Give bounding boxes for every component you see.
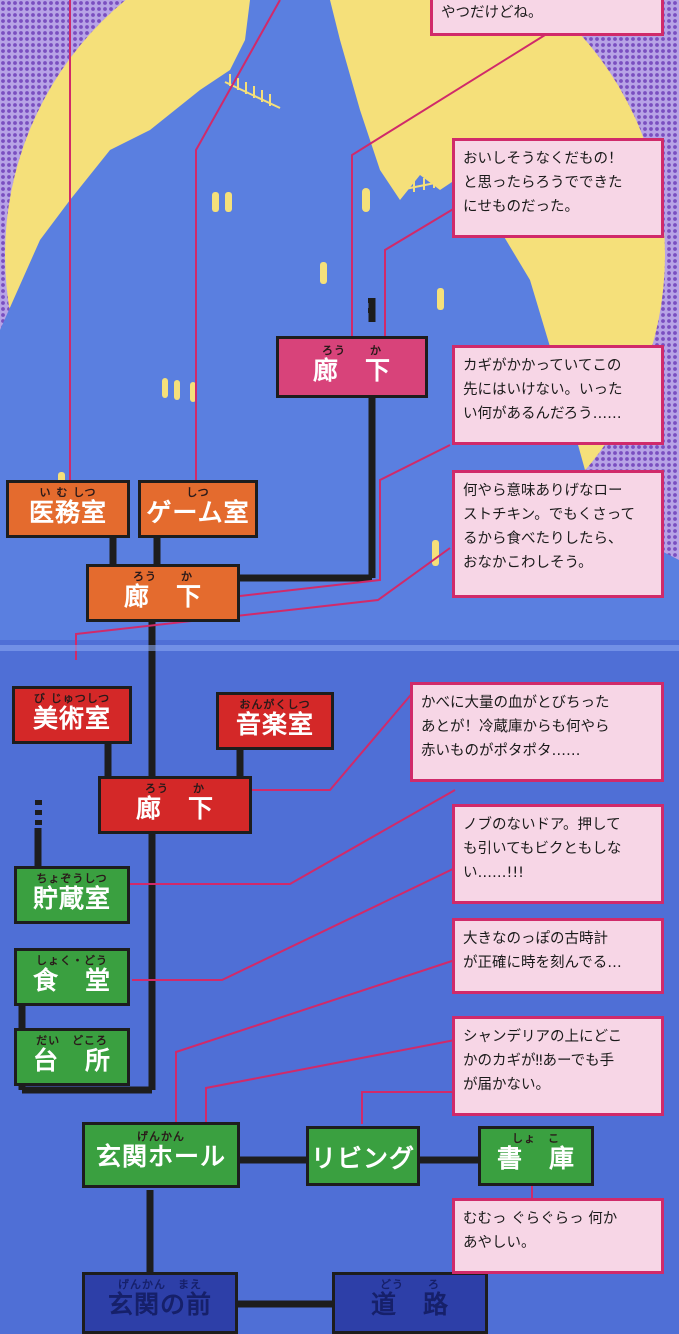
note-line: あやしい。 <box>463 1235 536 1251</box>
room-name: ゲーム室 <box>146 498 250 527</box>
room-ruby: しょ こ <box>512 1132 560 1145</box>
windows <box>58 188 444 566</box>
room-dining: しょく・どう 食 堂 <box>14 948 130 1006</box>
note-line: おなかこわしそう。 <box>463 555 593 571</box>
room-ruby: び じゅつしつ <box>33 692 111 705</box>
room-ruby: ろう か <box>133 570 193 583</box>
room-name: リビング <box>310 1144 415 1173</box>
note-top: やつだけどね。 <box>430 0 664 36</box>
note-line: ノブのないドア。押して <box>463 817 621 833</box>
note-shaky: むむっ ぐらぐらっ 何か あやしい。 <box>452 1198 664 1274</box>
note-line: い何があるんだろう…… <box>463 406 622 422</box>
room-library: しょ こ 書 庫 <box>478 1126 594 1186</box>
room-name: 廊 下 <box>312 356 391 385</box>
room-corridor-1f: ろう か 廊 下 <box>98 776 252 834</box>
room-ruby: げんかん まえ <box>118 1278 202 1291</box>
note-line: かのカギが‼あーでも手 <box>463 1053 615 1069</box>
note-locked: カギがかかっていてこの 先にはいけない。いった い何があるんだろう…… <box>452 345 664 445</box>
note-line: あとが！冷蔵庫からも何やら <box>421 719 610 735</box>
note-line: むむっ ぐらぐらっ 何か <box>463 1211 618 1227</box>
room-ruby: ろう か <box>145 782 205 795</box>
note-chandelier: シャンデリアの上にどこ かのカギが‼あーでも手 が届かない。 <box>452 1016 664 1116</box>
room-name: 玄関ホール <box>95 1142 226 1171</box>
room-art: び じゅつしつ 美術室 <box>12 686 132 744</box>
room-name: 廊 下 <box>135 794 214 823</box>
room-ruby: ろう か <box>322 344 382 357</box>
note-line: と思ったらろうでできた <box>463 175 623 191</box>
note-line: 赤いものがポタポタ…… <box>421 743 581 759</box>
note-line: 先にはいけない。いった <box>463 382 623 398</box>
room-name: 玄関の前 <box>107 1290 212 1319</box>
room-name: 道 路 <box>370 1290 449 1319</box>
note-line: 何やら意味ありげなロー <box>463 483 623 499</box>
room-infirmary: い む しつ 医務室 <box>6 480 130 538</box>
room-ruby: しょく・どう <box>36 954 108 967</box>
room-name: 貯蔵室 <box>32 884 111 913</box>
room-front-door: げんかん まえ 玄関の前 <box>82 1272 238 1334</box>
note-line: 大きなのっぽの古時計 <box>463 931 608 947</box>
room-ruby: どう ろ <box>380 1278 440 1291</box>
room-ruby: げんかん <box>137 1130 185 1143</box>
note-clock: 大きなのっぽの古時計 が正確に時を刻んでる… <box>452 918 664 994</box>
room-name: 台 所 <box>32 1046 111 1075</box>
room-name: 食 堂 <box>32 966 111 995</box>
note-line: カギがかかっていてこの <box>463 358 622 374</box>
note-line: ストチキン。でもくさって <box>463 507 635 523</box>
room-kitchen: だい どころ 台 所 <box>14 1028 130 1086</box>
note-line: にせものだった。 <box>463 199 579 215</box>
room-name: 医務室 <box>28 498 107 527</box>
room-game: しつ ゲーム室 <box>138 480 258 538</box>
note-line: が正確に時を刻んでる… <box>463 955 622 971</box>
roof-railing <box>224 74 451 194</box>
note-line: かべに大量の血がとびちった <box>421 695 610 711</box>
note-line: るから食べたりしたら、 <box>463 531 623 547</box>
room-ruby: しつ <box>186 486 210 499</box>
room-ruby: ちょぞうしつ <box>36 872 108 885</box>
fold-crease <box>0 645 679 651</box>
room-name: 美術室 <box>32 704 111 733</box>
note-fruit: おいしそうなくだもの！ と思ったらろうでできた にせものだった。 <box>452 138 664 238</box>
room-storage: ちょぞうしつ 貯蔵室 <box>14 866 130 924</box>
room-name: 音楽室 <box>235 710 314 739</box>
room-living: リビング <box>306 1126 420 1186</box>
room-music: おんがくしつ 音楽室 <box>216 692 334 750</box>
room-entrance-hall: げんかん 玄関ホール <box>82 1122 240 1188</box>
room-ruby: おんがくしつ <box>239 698 311 711</box>
connector-dots <box>35 298 375 825</box>
room-name: 書 庫 <box>496 1144 575 1173</box>
room-corridor-2f: ろう か 廊 下 <box>86 564 240 622</box>
note-line: やつだけどね。 <box>441 5 543 21</box>
note-line: おいしそうなくだもの！ <box>463 151 623 167</box>
note-blood: かべに大量の血がとびちった あとが！冷蔵庫からも何やら 赤いものがポタポタ…… <box>410 682 664 782</box>
room-ruby: だい どころ <box>36 1034 108 1047</box>
note-line: シャンデリアの上にどこ <box>463 1029 623 1045</box>
room-road: どう ろ 道 路 <box>332 1272 488 1334</box>
note-line: が届かない。 <box>463 1077 550 1093</box>
note-chicken: 何やら意味ありげなロー ストチキン。でもくさって るから食べたりしたら、 おなか… <box>452 470 664 598</box>
room-corridor-3f: ろう か 廊 下 <box>276 336 428 398</box>
note-line: も引いてもビクともしな <box>463 841 622 857</box>
note-line: い……!!! <box>463 865 524 881</box>
room-ruby: い む しつ <box>39 486 97 499</box>
note-door: ノブのないドア。押して も引いてもビクともしな い……!!! <box>452 804 664 904</box>
room-name: 廊 下 <box>123 582 202 611</box>
